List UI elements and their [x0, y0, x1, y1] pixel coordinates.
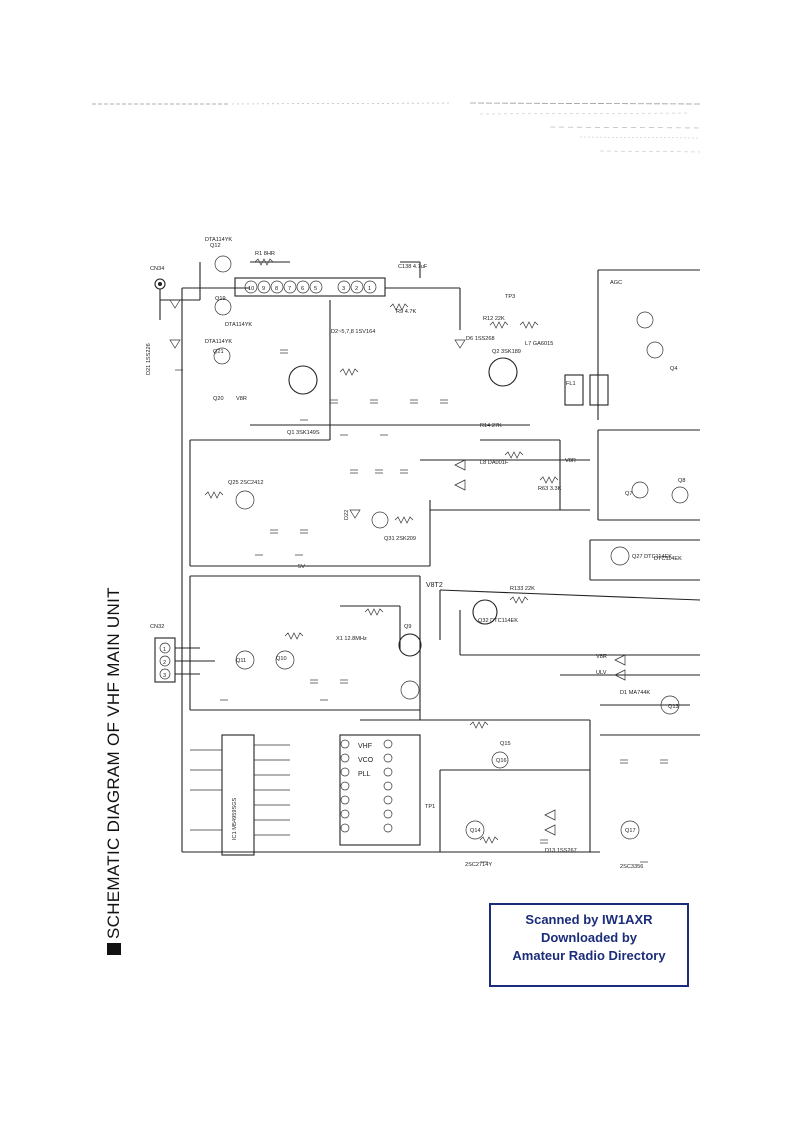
- label-dtc: DTC114EK: [654, 556, 682, 562]
- scan-credit-line3: Amateur Radio Directory: [512, 948, 666, 963]
- label-q11: Q11: [236, 658, 246, 664]
- label-r1: R1 8HR: [255, 251, 275, 257]
- cn32-connector: [154, 637, 215, 683]
- transistors: [213, 255, 689, 840]
- strip-pin-6: 6: [301, 286, 304, 292]
- strip-pin-9: 9: [262, 286, 265, 292]
- label-x1: X1 12.8MHz: [336, 636, 367, 642]
- label-q32: Q32 DTC114EK: [478, 618, 518, 624]
- grounds: [175, 369, 648, 863]
- label-q4: Q4: [670, 366, 677, 372]
- label-q21: Q21: [213, 349, 224, 355]
- strip-pin-1: 1: [368, 286, 371, 292]
- label-q1: Q1 3SK149S: [287, 430, 320, 436]
- label-q15: Q15: [500, 741, 511, 747]
- label-d13: D13 1SS267: [545, 848, 577, 854]
- label-ulv: ULV: [596, 670, 607, 676]
- component-labels: CN34 CN32 10 9 8 7 6 5 3 2 1 1 2 3 VHF V…: [146, 237, 685, 870]
- diodes: [169, 299, 626, 836]
- label-v8t2: V8T2: [426, 582, 443, 589]
- label-l8: L8 DA001F: [480, 460, 509, 466]
- label-q16: Q16: [496, 758, 507, 764]
- label-dta3: DTA114YK: [205, 339, 232, 345]
- label-d1: D1 MA744K: [620, 690, 650, 696]
- pll-label-vhf: VHF: [358, 743, 372, 750]
- label-d21: D21 1SS226: [146, 343, 152, 375]
- resistors: [204, 258, 559, 844]
- strip-pin-2: 2: [355, 286, 358, 292]
- label-q7: Q7: [625, 491, 632, 497]
- label-agc: AGC: [610, 280, 622, 286]
- page-title-text: SCHEMATIC DIAGRAM OF VHF MAIN UNIT: [104, 587, 123, 939]
- strip-pin-5: 5: [314, 286, 317, 292]
- scan-credit-line1: Scanned by IW1AXR: [525, 912, 653, 927]
- strip-pin-10: 10: [248, 286, 254, 292]
- label-d6: D6 1SS268: [466, 336, 495, 342]
- cn32-pin-1: 1: [163, 647, 166, 653]
- pll-label-vco: VCO: [358, 757, 374, 764]
- label-dta2: DTA114YK: [225, 322, 252, 328]
- label-cn32: CN32: [150, 624, 164, 630]
- label-q14: Q14: [470, 828, 481, 834]
- label-q8: Q8: [678, 478, 685, 484]
- page-title: SCHEMATIC DIAGRAM OF VHF MAIN UNIT: [104, 587, 124, 955]
- label-c138: C138 4.7uF: [398, 264, 428, 270]
- connector-strip: [234, 277, 386, 297]
- ic1-label: IC1 M54959SGS: [232, 797, 238, 840]
- label-q25: Q25 2SC2412: [228, 480, 263, 486]
- label-2sc2714: 2SC2714Y: [465, 862, 492, 868]
- strip-pin-3: 3: [342, 286, 345, 292]
- cn32-pin-2: 2: [163, 660, 166, 666]
- label-q31: Q31 2SK209: [384, 536, 416, 542]
- label-cn34: CN34: [150, 266, 164, 272]
- label-d22: D22: [344, 510, 350, 520]
- label-q12: Q12: [210, 243, 221, 249]
- label-v8r1: V8R: [236, 396, 247, 402]
- main-wiring: [181, 261, 701, 853]
- strip-pin-8: 8: [275, 286, 278, 292]
- label-r12: R12 22K: [483, 316, 505, 322]
- label-q17: Q17: [625, 828, 636, 834]
- label-q10: Q10: [276, 656, 287, 662]
- capacitors: [270, 349, 668, 844]
- cn32-pin-3: 3: [163, 673, 166, 679]
- label-5v: 5V: [298, 564, 305, 570]
- label-fl1: FL1: [566, 381, 576, 387]
- label-d2: D2~5,7,8 1SV164: [331, 329, 375, 335]
- label-q13: Q13: [668, 704, 679, 710]
- label-q20: Q20: [213, 396, 224, 402]
- label-q9: Q9: [404, 624, 411, 630]
- strip-pin-7: 7: [288, 286, 291, 292]
- label-tp1: TP1: [425, 804, 435, 810]
- label-tp3: TP3: [505, 294, 515, 300]
- scan-credit-box: Scanned by IW1AXR Downloaded by Amateur …: [489, 903, 689, 987]
- label-q27: Q27 DTC114EK: [632, 554, 672, 560]
- label-r133: R133 22K: [510, 586, 535, 592]
- label-q2: Q2 3SK189: [492, 349, 521, 355]
- label-dta1: DTA114YK: [205, 237, 232, 243]
- label-2sc3356: 2SC3356: [620, 864, 643, 870]
- label-r9: R9 4.7K: [396, 309, 416, 315]
- label-v8r3: V8R: [565, 458, 576, 464]
- ic-boxes: [190, 374, 609, 856]
- title-square-icon: [107, 943, 121, 955]
- scan-credit-line2: Downloaded by: [540, 930, 638, 945]
- label-r63: R63 3.3K: [538, 486, 562, 492]
- label-l7: L7 GA6015: [525, 341, 553, 347]
- pll-label-pll: PLL: [358, 771, 371, 778]
- label-r14: R14 27K: [480, 423, 502, 429]
- cn34-connector: [154, 278, 200, 320]
- scan-artifacts: [92, 102, 701, 153]
- label-v8r2: V8R: [596, 654, 607, 660]
- label-q19: Q19: [215, 296, 226, 302]
